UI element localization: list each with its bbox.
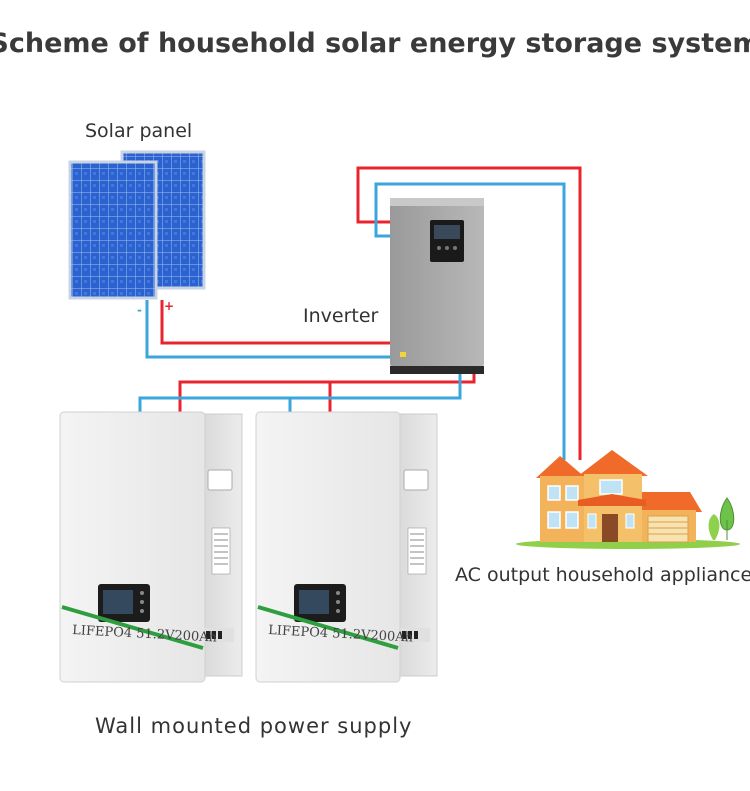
battery-left-stripe — [61, 605, 204, 650]
tree-icon — [719, 497, 735, 540]
solar-positive-wire — [160, 300, 392, 345]
solar-panel-front — [68, 160, 158, 300]
household-label: AC output household appliances — [455, 564, 750, 586]
solar-panels: - + — [68, 150, 206, 317]
wall-supply-label: Wall mounted power supply — [95, 714, 412, 738]
house-illustration — [516, 450, 740, 549]
battery-left: LIFEPO4 51.2V200Ah — [59, 411, 243, 683]
ac-positive-wire — [356, 166, 582, 460]
house-roof-left — [536, 456, 586, 478]
solar-panel-label: Solar panel — [85, 120, 192, 142]
house-roof-main — [578, 450, 648, 476]
panel-positive-sign: + — [164, 299, 174, 313]
battery-positive-bus — [178, 374, 476, 412]
battery-right-stripe — [257, 605, 399, 650]
ac-negative-wire — [374, 182, 566, 460]
solar-negative-wire — [145, 300, 392, 359]
inverter-label: Inverter — [303, 305, 379, 327]
page-title: Scheme of household solar energy storage… — [0, 28, 750, 59]
inverter-unit — [390, 198, 484, 374]
panel-negative-sign: - — [137, 303, 142, 317]
battery-right: LIFEPO4 51.2V200Ah — [255, 411, 438, 683]
wiring — [138, 166, 582, 460]
battery-left-front — [59, 411, 206, 683]
battery-negative-bus — [138, 374, 462, 412]
battery-right-front — [255, 411, 401, 683]
inverter-base — [390, 366, 484, 374]
